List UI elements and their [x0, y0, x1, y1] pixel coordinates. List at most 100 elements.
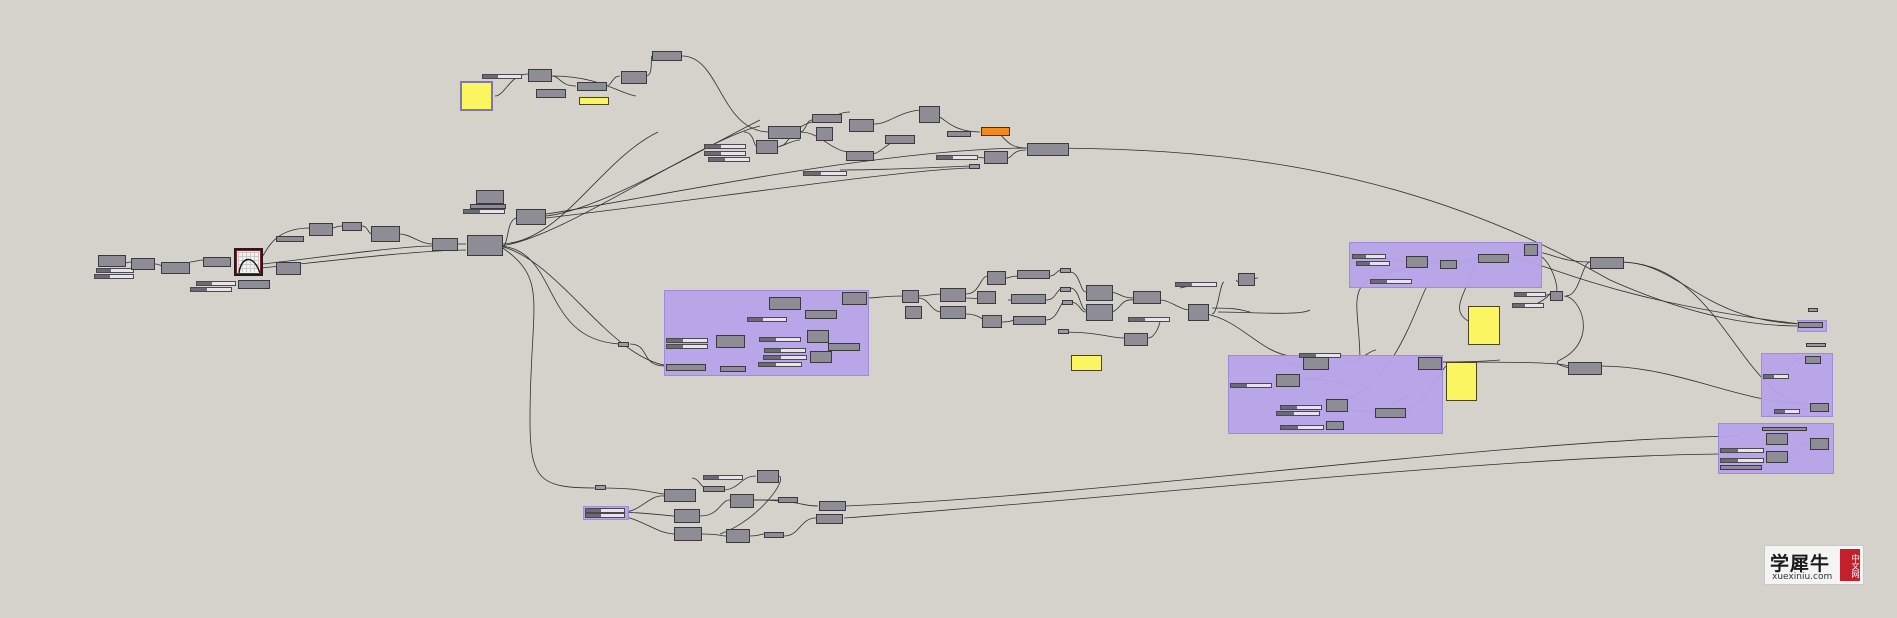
number-slider[interactable] [666, 338, 708, 343]
component[interactable] [1124, 333, 1148, 346]
component[interactable] [982, 315, 1002, 328]
component[interactable] [1062, 300, 1073, 305]
component[interactable] [769, 297, 801, 310]
panel[interactable] [1071, 355, 1102, 371]
component[interactable] [849, 119, 874, 132]
number-slider[interactable] [1276, 411, 1320, 416]
number-slider[interactable] [1175, 282, 1217, 287]
component[interactable] [528, 69, 552, 82]
component[interactable] [621, 71, 647, 84]
number-slider[interactable] [94, 274, 134, 279]
component[interactable] [940, 288, 966, 302]
component[interactable] [1017, 270, 1050, 279]
component[interactable] [476, 190, 504, 204]
component[interactable] [720, 366, 746, 372]
number-slider[interactable] [764, 348, 806, 353]
component[interactable] [1238, 273, 1255, 286]
component[interactable] [238, 280, 270, 289]
component[interactable] [703, 486, 725, 492]
component[interactable] [1810, 438, 1829, 450]
component[interactable] [1808, 308, 1818, 312]
component[interactable] [467, 235, 503, 256]
component[interactable] [595, 485, 606, 490]
component[interactable] [902, 290, 919, 303]
component[interactable] [1805, 356, 1821, 364]
number-slider[interactable] [585, 513, 625, 518]
number-slider[interactable] [758, 362, 802, 367]
number-slider[interactable] [1230, 383, 1272, 388]
component[interactable] [1375, 408, 1406, 418]
component[interactable] [905, 306, 922, 319]
component[interactable] [98, 255, 126, 267]
component[interactable] [276, 262, 301, 275]
component[interactable] [1133, 291, 1161, 304]
number-slider[interactable] [703, 475, 743, 480]
number-slider[interactable] [708, 157, 750, 162]
component[interactable] [778, 497, 798, 503]
component[interactable] [1810, 403, 1829, 412]
component[interactable] [1766, 451, 1788, 463]
component[interactable] [1478, 254, 1509, 263]
graph-mapper[interactable] [234, 248, 263, 276]
component[interactable] [1766, 433, 1788, 445]
number-slider[interactable] [463, 209, 505, 214]
component[interactable] [805, 310, 837, 319]
component[interactable] [674, 509, 700, 523]
component[interactable] [1086, 304, 1113, 321]
component[interactable] [1418, 357, 1442, 370]
component[interactable] [1276, 374, 1300, 387]
component[interactable] [819, 501, 846, 511]
component[interactable] [371, 226, 400, 242]
number-slider[interactable] [704, 151, 746, 156]
number-slider[interactable] [96, 268, 134, 273]
component[interactable] [342, 222, 362, 231]
panel[interactable] [460, 81, 493, 111]
number-slider[interactable] [1514, 292, 1546, 297]
component[interactable] [919, 106, 940, 123]
number-slider[interactable] [1720, 458, 1764, 463]
number-slider[interactable] [1356, 261, 1390, 266]
component[interactable] [846, 151, 874, 161]
component[interactable] [977, 291, 996, 304]
component[interactable] [666, 364, 706, 371]
component[interactable] [969, 164, 980, 169]
component[interactable] [432, 238, 458, 251]
component[interactable] [1524, 244, 1538, 256]
component[interactable] [947, 131, 971, 137]
component[interactable] [1058, 329, 1069, 334]
component[interactable] [1550, 291, 1563, 301]
component[interactable] [1060, 287, 1071, 292]
number-slider[interactable] [1720, 448, 1764, 453]
component[interactable] [885, 135, 915, 144]
component[interactable] [1303, 357, 1329, 370]
component[interactable] [716, 335, 745, 348]
component[interactable] [1406, 256, 1428, 268]
number-slider[interactable] [1128, 317, 1170, 322]
number-slider[interactable] [1370, 279, 1412, 284]
component[interactable] [131, 258, 155, 270]
component[interactable] [1013, 316, 1046, 325]
component[interactable] [810, 351, 832, 363]
number-slider[interactable] [936, 155, 978, 160]
component[interactable] [1086, 285, 1113, 301]
number-slider[interactable] [763, 355, 807, 360]
number-slider[interactable] [1774, 409, 1800, 414]
component[interactable] [1568, 362, 1602, 375]
component[interactable] [1590, 257, 1624, 269]
component[interactable] [730, 494, 754, 508]
component[interactable] [652, 51, 682, 61]
component[interactable] [309, 223, 333, 236]
component[interactable] [984, 151, 1008, 164]
component[interactable] [674, 527, 702, 541]
component[interactable] [764, 532, 784, 538]
number-slider[interactable] [759, 337, 801, 342]
component[interactable] [757, 470, 779, 483]
component[interactable] [470, 204, 506, 209]
component[interactable] [816, 514, 843, 524]
component[interactable] [1011, 294, 1046, 304]
component[interactable] [807, 330, 829, 343]
component[interactable] [828, 343, 860, 351]
component[interactable] [1762, 427, 1807, 431]
number-slider[interactable] [190, 287, 232, 292]
component[interactable] [536, 89, 566, 98]
